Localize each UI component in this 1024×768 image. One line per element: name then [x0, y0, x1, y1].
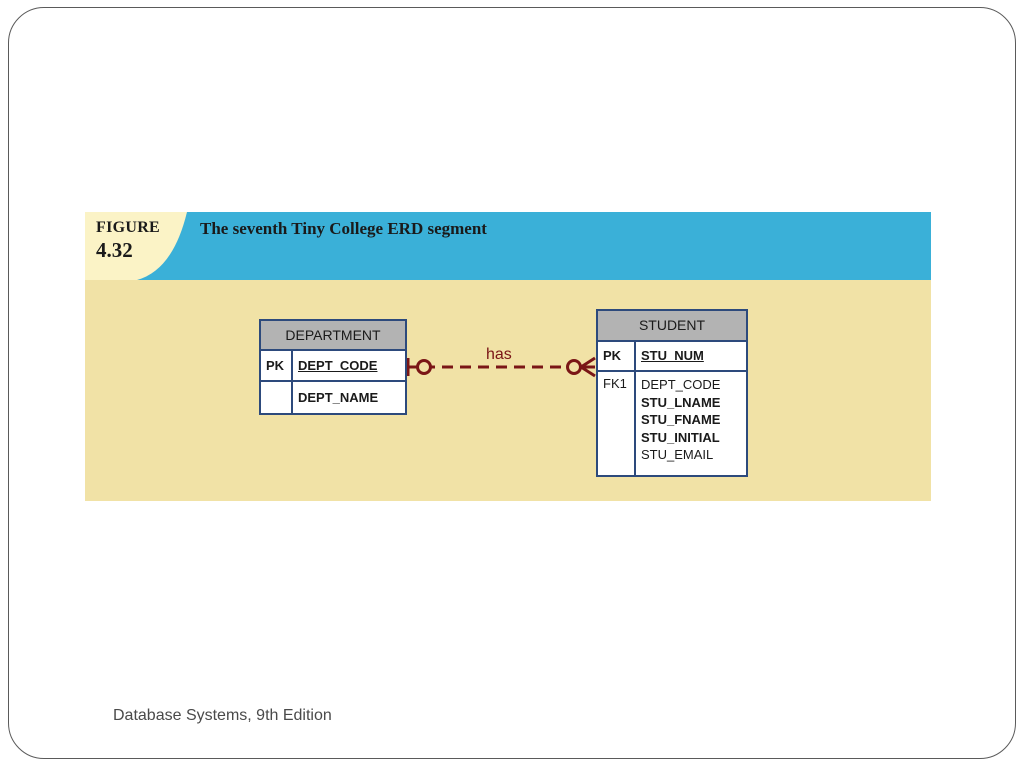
stu-num-attribute: STU_NUM — [641, 348, 704, 363]
figure-number: 4.32 — [96, 238, 133, 262]
dept-name-attribute: DEPT_NAME — [298, 390, 379, 405]
entity-student-attr-rows: FK1 DEPT_CODE STU_LNAME STU_FNAME STU_IN… — [598, 372, 746, 475]
stu-lname-attribute: STU_LNAME — [641, 394, 721, 410]
optional-circle-right — [566, 359, 582, 375]
entity-department: DEPARTMENT PK DEPT_CODE DEPT_NAME — [259, 319, 407, 415]
empty-key-cell — [261, 382, 293, 413]
figure-word: FIGURE — [96, 219, 161, 236]
entity-student-name: STUDENT — [598, 311, 746, 342]
pk-label: PK — [261, 351, 293, 380]
relationship-connector — [406, 356, 596, 378]
entity-student: STUDENT PK STU_NUM FK1 DEPT_CODE STU_LNA… — [596, 309, 748, 477]
entity-department-name: DEPARTMENT — [261, 321, 405, 351]
entity-department-attr-row: DEPT_NAME — [261, 382, 405, 413]
figure-panel: FIGURE 4.32 The seventh Tiny College ERD… — [85, 212, 931, 501]
relationship-label: has — [486, 346, 512, 363]
figure-tab — [85, 212, 275, 280]
fk-label: FK1 — [598, 372, 636, 475]
slide-footer: Database Systems, 9th Edition — [113, 707, 332, 724]
optional-circle-left — [416, 359, 432, 375]
dept-code-fk-attribute: DEPT_CODE — [641, 377, 721, 392]
stu-email-attribute: STU_EMAIL — [641, 447, 714, 462]
pk-label: PK — [598, 342, 636, 370]
stu-fname-attribute: STU_FNAME — [641, 412, 721, 427]
stu-initial-attribute: STU_INITIAL — [641, 429, 720, 445]
entity-department-pk-row: PK DEPT_CODE — [261, 351, 405, 382]
figure-title: The seventh Tiny College ERD segment — [200, 219, 487, 238]
entity-student-pk-row: PK STU_NUM — [598, 342, 746, 372]
figure-header-band — [85, 212, 931, 280]
dept-code-attribute: DEPT_CODE — [298, 358, 378, 373]
